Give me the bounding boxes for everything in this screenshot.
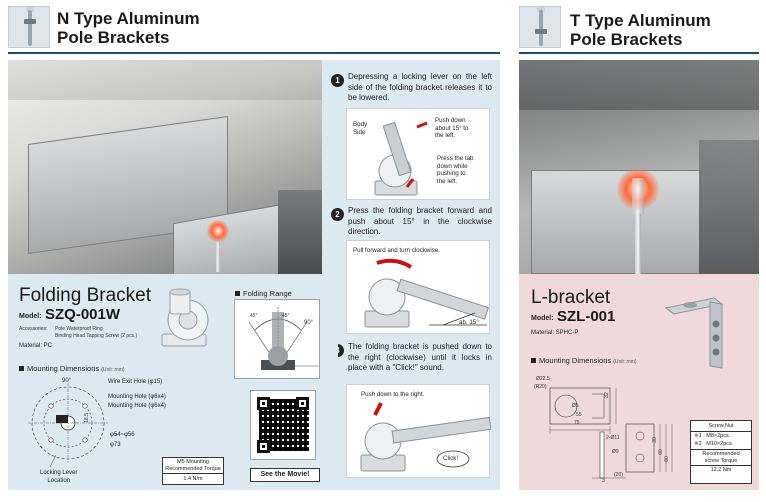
- screw-table: Screw,Nut ※1 : M8×2pcs. ※2 : M10×2pcs. R…: [690, 420, 752, 484]
- l-dim-d5: Ø5: [572, 403, 579, 409]
- step-3-image: Push down to the right. Click!: [346, 384, 492, 478]
- push-down-right-note: Push down to the right.: [361, 391, 425, 398]
- torque-table-value: 1.4 N/m: [163, 473, 223, 485]
- l-dim-d20: (20): [614, 472, 623, 478]
- range-angle-right: 45°: [282, 313, 290, 319]
- press-tab-note: Press the tab down while pushing to the …: [437, 155, 474, 185]
- dim-angle: 90°: [62, 378, 72, 384]
- screw-torque-header: Recommended screw Torque: [691, 449, 751, 465]
- l-dim-d60: 60: [657, 449, 664, 455]
- torque-table-header: M5 Mounting Recommended Torque: [165, 459, 221, 472]
- n-type-machine-photo: [8, 60, 338, 274]
- dim-185: 18.5: [83, 413, 90, 423]
- step-2-image: Pull forward and turn clockwise. ab. 15°: [346, 240, 490, 334]
- m5-torque-table: M5 Mounting Recommended Torque 1.4 N/m: [162, 457, 224, 485]
- l-bracket-model-number: SZL-001: [557, 308, 616, 325]
- click-bubble: Click!: [443, 455, 459, 462]
- step-2-illustration: [364, 258, 489, 328]
- n-type-pole-icon: [8, 6, 50, 48]
- screw-torque-value: 12.2 Nm: [691, 465, 751, 475]
- step-2-number: 2: [331, 208, 344, 221]
- step-1-illustration: [374, 121, 428, 196]
- push-down-note: Push down about 15° to the left.: [435, 117, 469, 139]
- range-angle-90: 90°: [304, 320, 314, 326]
- l-bracket-title: L-bracket: [531, 287, 611, 308]
- dim-d54: φ54~φ56: [110, 432, 135, 438]
- right-header-divider: [519, 52, 759, 54]
- dim-d73: φ73: [110, 442, 121, 448]
- t-type-title: T Type Aluminum Pole Brackets: [570, 11, 711, 49]
- n-type-title: N Type Aluminum Pole Brackets: [57, 9, 200, 47]
- l-dim-d32: 32: [603, 392, 610, 398]
- l-bracket-model-label: Model:: [531, 315, 554, 322]
- dim-mount-hole-2: Mounting Hole (φ6x4): [108, 403, 166, 409]
- folding-accessories-label: Accessories:: [19, 326, 48, 332]
- folding-bracket-photo: [158, 286, 224, 352]
- step-1-image: Body Side Push down about 15° to the lef…: [346, 108, 490, 200]
- angle-note: ab. 15°: [459, 319, 479, 326]
- left-header-divider: [8, 52, 500, 54]
- qr-code[interactable]: [250, 390, 316, 460]
- l-dim-d3: 3: [602, 478, 605, 484]
- step-2-text: Press the folding bracket forward and pu…: [348, 206, 492, 236]
- l-dim-d55: 55: [576, 412, 582, 418]
- l-dim-d80: 80: [663, 456, 670, 462]
- l-bracket-drawing: [530, 368, 730, 486]
- l-bracket-dims-heading: Mounting Dimensions (Unit: mm): [531, 356, 637, 365]
- l-dim-r20: (R20): [534, 384, 547, 390]
- folding-model-label: Model:: [19, 313, 42, 320]
- screw-table-items: ※1 : M8×2pcs. ※2 : M10×2pcs.: [691, 431, 751, 449]
- dim-mount-hole-1: Mounting Hole (φ6x4): [108, 394, 166, 400]
- folding-dims-heading: Mounting Dimensions (Unit: mm): [19, 364, 125, 373]
- step-1-number: 1: [331, 74, 344, 87]
- t-type-machine-photo: [519, 60, 759, 274]
- range-angle-left: 45°: [250, 313, 258, 319]
- l-dim-d225: Ø22.5: [536, 376, 550, 382]
- l-dim-d9: Ø9: [612, 449, 619, 455]
- step-1-text: Depressing a locking lever on the left s…: [348, 72, 492, 102]
- step-3-illustration: [360, 402, 492, 472]
- l-dim-d30: 30: [651, 437, 658, 443]
- folding-material: Material: PC: [19, 343, 53, 349]
- folding-range-heading: Folding Range: [235, 289, 292, 298]
- dim-wire-hole: Wire Exit Hole (φ15): [108, 379, 163, 385]
- locking-lever-location: Locking Lever Location: [40, 470, 78, 484]
- see-the-movie-button[interactable]: See the Movie!: [250, 468, 320, 482]
- l-dim-2-d11: 2-Ø11: [606, 435, 620, 441]
- folding-accessories-1: Pole Waterproof Ring: [55, 326, 103, 332]
- l-bracket-photo: [660, 292, 730, 372]
- l-dim-d75: 75: [574, 420, 580, 426]
- body-side-label: Body Side: [353, 121, 368, 136]
- folding-range-diagram: 45° 45° 90°: [234, 299, 320, 379]
- screw-table-header: Screw,Nut: [708, 423, 734, 429]
- folding-accessories-2: Binding Head Tapping Screw (2 pcs.): [55, 333, 138, 339]
- l-bracket-material: Material: SPHC-P: [531, 330, 579, 336]
- pull-forward-note: Pull forward and turn clockwise.: [353, 247, 441, 254]
- step-3-text: The folding bracket is pushed down to th…: [348, 342, 492, 372]
- folding-dims-drawing: [20, 375, 130, 475]
- t-type-pole-icon: [519, 6, 561, 48]
- folding-model-number: SZQ-001W: [45, 306, 121, 323]
- folding-bracket-title: Folding Bracket: [19, 285, 152, 306]
